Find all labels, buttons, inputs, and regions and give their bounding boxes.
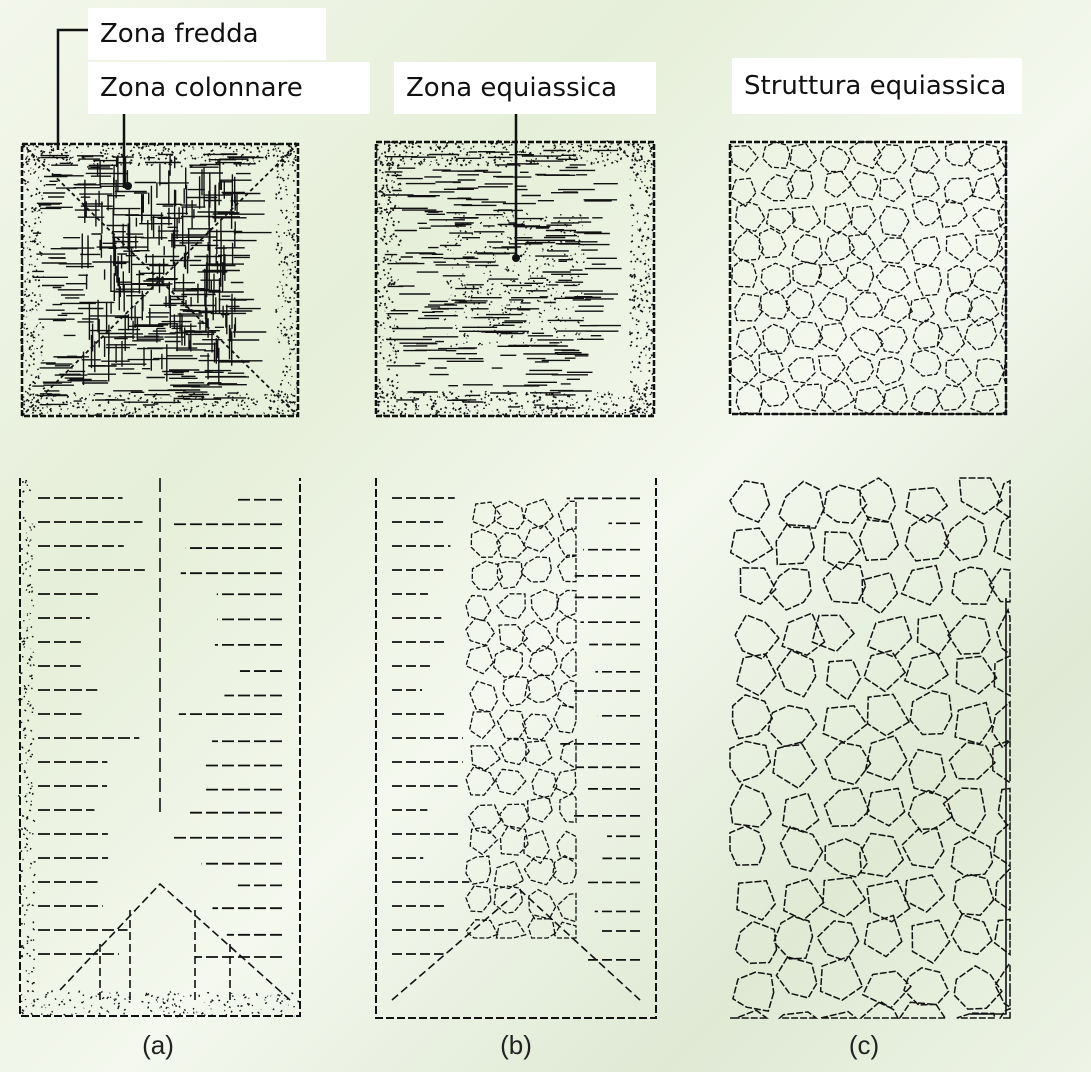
panel-a-chill-speckle	[18, 481, 300, 1018]
panel-b-grains-horizontal	[385, 150, 622, 408]
label-zona-colonnare: Zona colonnare	[88, 62, 370, 114]
panel-a-bottom-cone	[60, 884, 290, 1000]
panel-label-c: (c)	[834, 1030, 894, 1061]
leader-zona-fredda	[58, 30, 88, 150]
label-zona-fredda: Zona fredda	[88, 8, 326, 60]
panel-b-equiaxed-grains	[466, 499, 576, 938]
label-zona-equiassica: Zona equiassica	[394, 62, 656, 114]
panel-c-equiaxed-grains-longitudinal	[730, 478, 1010, 1018]
panel-label-b: (b)	[486, 1030, 546, 1061]
panel-b-columnar-dendrites	[392, 498, 640, 960]
label-struttura-equiassica: Struttura equiassica	[732, 58, 1022, 114]
panel-c-equiaxed-grains	[730, 142, 1006, 414]
panel-label-a: (a)	[128, 1030, 188, 1061]
panel-c-cross-section	[730, 142, 1006, 414]
leader-dot-equiassica	[512, 254, 520, 262]
leader-dot-colonnare	[124, 182, 132, 190]
